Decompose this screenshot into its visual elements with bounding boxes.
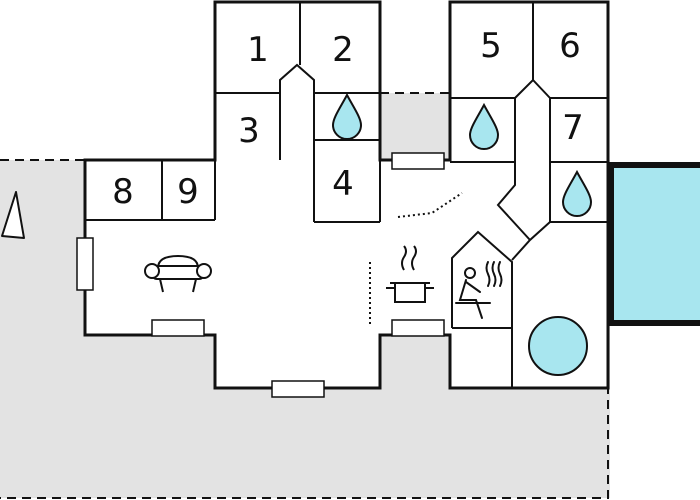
- room-7-label: 7: [562, 108, 584, 148]
- room-5-label: 5: [480, 26, 502, 66]
- windows: [76, 152, 445, 398]
- stairs-icon: [397, 192, 463, 218]
- water-drop-icon: [331, 92, 363, 140]
- room-8-label: 8: [112, 172, 134, 212]
- water-drops: [331, 92, 593, 217]
- hot-tub: [528, 316, 588, 376]
- room-2-label: 2: [332, 30, 354, 70]
- room-6-label: 6: [559, 26, 581, 66]
- north-arrow-icon: [1, 191, 25, 239]
- room-3-label: 3: [238, 111, 260, 151]
- sauna-icon: [455, 261, 503, 319]
- water-drop-icon: [468, 102, 500, 150]
- interior-walls: [85, 2, 608, 388]
- room-4-label: 4: [332, 164, 354, 204]
- water-drop-icon: [561, 169, 593, 217]
- window-icon: [76, 237, 94, 291]
- hot-tub-icon: [528, 316, 588, 376]
- window-icon: [391, 152, 445, 170]
- room-9-label: 9: [177, 172, 199, 212]
- window-icon: [151, 319, 205, 337]
- window-icon: [271, 380, 325, 398]
- cooking-pot-icon: [386, 245, 434, 303]
- pool: [608, 162, 700, 326]
- room-1-label: 1: [247, 30, 269, 70]
- room-labels: 1 2 3 4 5 6 7 8 9: [112, 26, 584, 212]
- sofa-icon: [144, 255, 212, 293]
- window-icon: [391, 319, 445, 337]
